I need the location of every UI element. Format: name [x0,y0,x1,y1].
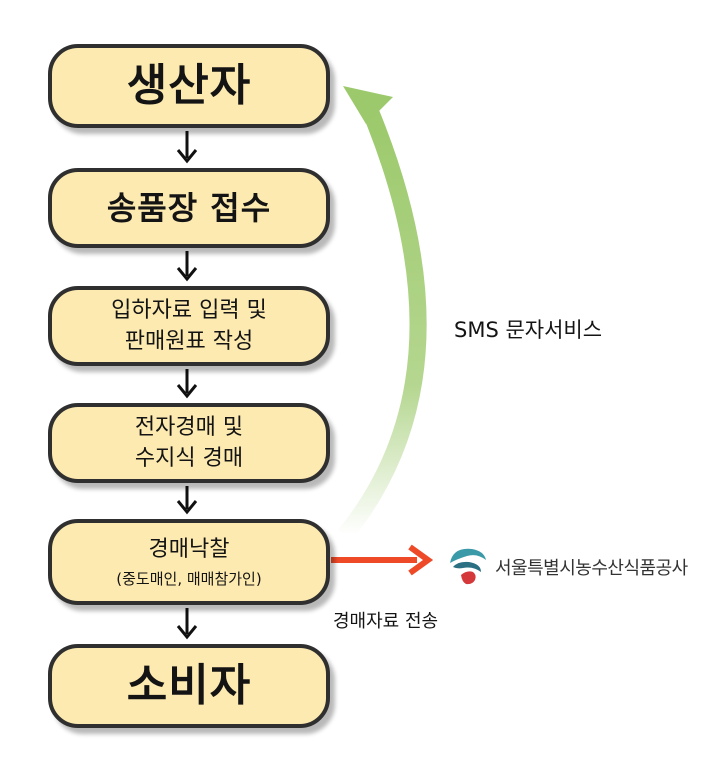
auction-line1: 전자경매 및 [134,415,244,440]
sms-feedback-arrow [338,104,427,541]
invoice-receipt-label: 송품장 접수 [106,189,272,227]
producer-box: 생산자 [48,44,330,128]
flow-connector-4 [176,486,198,515]
flow-connector-2 [176,251,198,282]
auction-data-transfer-label: 경매자료 전송 [333,611,439,632]
flow-connector-1 [176,131,198,164]
consumer-box: 소비자 [48,644,330,728]
winning-bid-line1: 경매낙찰 [148,536,230,562]
producer-label: 생산자 [126,60,252,111]
sms-service-label: SMS 문자서비스 [454,318,603,342]
data-entry-line2: 판매원표 작성 [124,329,254,354]
transfer-arrowhead [408,544,434,576]
auction-line2: 수지식 경매 [134,446,244,471]
invoice-receipt-box: 송품장 접수 [48,168,330,248]
seoul-agro-logo-icon [450,548,486,585]
flow-connector-3 [176,369,198,399]
winning-bid-line2: (중도매인, 매매참가인) [116,569,262,588]
sms-feedback-arrowhead [343,86,393,124]
flow-connector-5 [176,608,198,640]
data-entry-box: 입하자료 입력 및 판매원표 작성 [48,286,330,366]
data-entry-line1: 입하자료 입력 및 [111,298,267,323]
consumer-label: 소비자 [126,660,252,711]
auction-box: 전자경매 및 수지식 경매 [48,403,330,483]
organization-name: 서울특별시농수산식품공사 [495,558,688,579]
winning-bid-box: 경매낙찰 (중도매인, 매매참가인) [48,519,330,605]
